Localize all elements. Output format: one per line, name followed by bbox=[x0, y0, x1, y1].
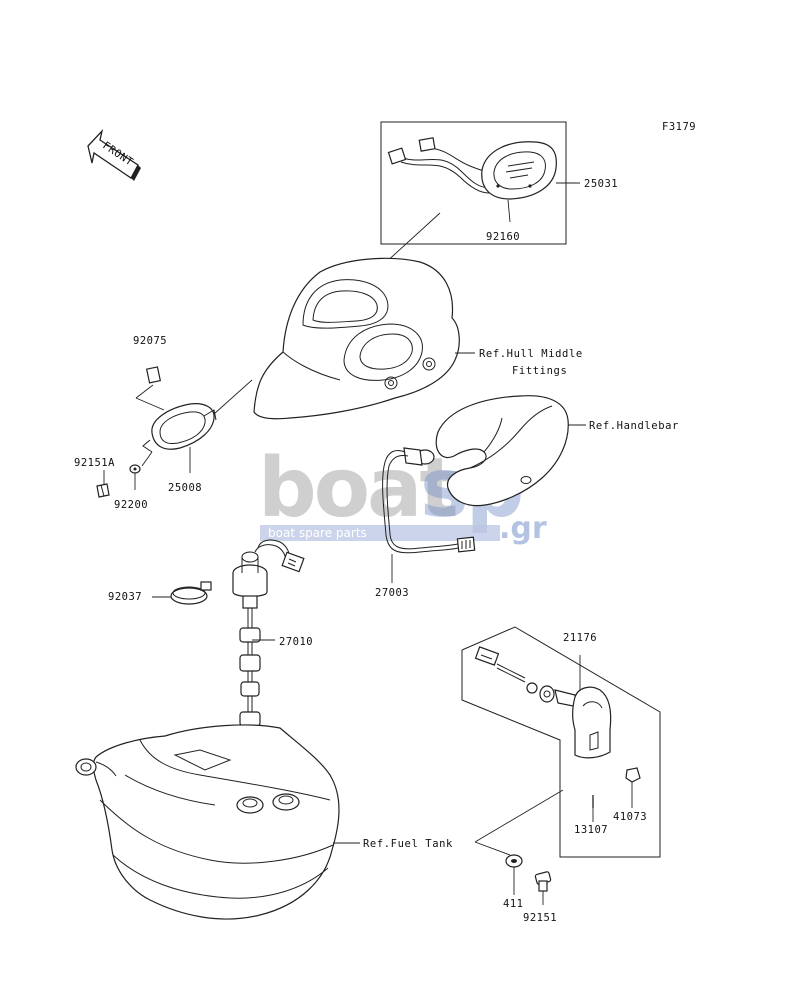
watermark-domain: .gr bbox=[499, 511, 547, 546]
hull-middle-fitting bbox=[253, 257, 475, 420]
part-label-92200: 92200 bbox=[114, 499, 148, 511]
ref-hull-line1: Ref.Hull Middle bbox=[479, 348, 583, 360]
part-label-13107: 13107 bbox=[574, 824, 608, 836]
fuel-tank bbox=[75, 724, 360, 920]
part-label-92160: 92160 bbox=[486, 231, 520, 243]
part-label-21176: 21176 bbox=[563, 632, 597, 644]
watermark-tagline-bar bbox=[260, 525, 500, 541]
part-label-25031: 25031 bbox=[584, 178, 618, 190]
switch-27003 bbox=[382, 447, 476, 583]
part-label-25008: 25008 bbox=[168, 482, 202, 494]
part-label-27003: 27003 bbox=[375, 587, 409, 599]
front-arrow-icon: FRONT bbox=[87, 128, 141, 181]
part-label-92151: 92151 bbox=[523, 912, 557, 924]
bracket-group bbox=[96, 366, 253, 498]
handlebar-cover bbox=[435, 395, 586, 507]
watermark-tagline: boat spare parts bbox=[268, 526, 367, 540]
part-label-92075: 92075 bbox=[133, 335, 167, 347]
ref-hull-line2: Fittings bbox=[512, 365, 567, 377]
fuel-sender-27010 bbox=[232, 539, 305, 800]
part-label-411: 411 bbox=[503, 898, 523, 910]
ref-fuel-tank: Ref.Fuel Tank bbox=[363, 838, 453, 850]
part-label-92151A: 92151A bbox=[74, 457, 115, 469]
clamp-92037 bbox=[152, 581, 212, 605]
switch-assembly-box bbox=[461, 626, 661, 858]
figure-code: F3179 bbox=[662, 121, 696, 133]
part-label-41073: 41073 bbox=[613, 811, 647, 823]
part-label-27010: 27010 bbox=[279, 636, 313, 648]
part-label-92037: 92037 bbox=[108, 591, 142, 603]
switch-assembly-group bbox=[461, 626, 661, 905]
ref-handlebar: Ref.Handlebar bbox=[589, 420, 679, 432]
meter-assembly-group bbox=[349, 121, 580, 296]
